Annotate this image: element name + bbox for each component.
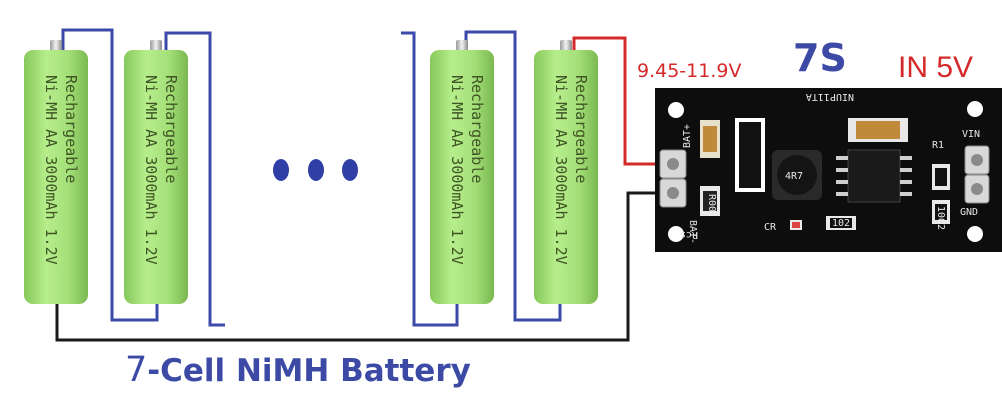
ellipsis-dots: ... [273, 159, 358, 181]
pin-gnd-label: GND [960, 207, 978, 218]
battery-cell-2: Ni-MH AA 3000mAh 1.2V Rechargeable [124, 40, 188, 304]
battery-cell-1-label: Ni-MH AA 3000mAh 1.2V [42, 75, 60, 265]
series-wire-top-n-m [464, 30, 562, 322]
charger-board: NIUP11TA BAT+ BAT- VIN GND R00 Rcs 4R7 [655, 88, 1002, 252]
voltage-range-label: 9.45-11.9V [637, 60, 742, 82]
cap-label: 1002 [935, 206, 946, 230]
battery-cell-1: Ni-MH AA 3000mAh 1.2V Rechargeable [24, 40, 88, 304]
black-negative-wire [55, 191, 668, 342]
battery-cell-2-label: Ni-MH AA 3000mAh 1.2V [142, 75, 160, 265]
caption-cell-count: 7 [125, 350, 148, 390]
series-wire-top-1-2 [61, 28, 159, 322]
board-model-label: NIUP11TA [806, 91, 854, 102]
series-wire-gap-top-n [401, 31, 459, 327]
battery-cell-7-label: Ni-MH AA 3000mAh 1.2V [552, 75, 570, 265]
led-res-label: 102 [832, 218, 850, 229]
battery-cell-2-sublabel: Rechargeable [162, 75, 180, 183]
battery-cell-6: Ni-MH AA 3000mAh 1.2V Rechargeable [430, 40, 494, 304]
inductor-label: 4R7 [785, 171, 803, 182]
series-wires [61, 28, 562, 327]
battery-cell-7-sublabel: Rechargeable [572, 75, 590, 183]
series-wire-top-2-gap [164, 31, 225, 327]
pin-vin-label: VIN [962, 129, 980, 140]
battery-cell-6-label: Ni-MH AA 3000mAh 1.2V [448, 75, 466, 265]
battery-cell-6-sublabel: Rechargeable [468, 75, 486, 183]
series-count-label: 7S [793, 36, 847, 80]
cr-label: CR [764, 222, 777, 233]
rcs-label: Rcs [680, 229, 698, 240]
diagram-caption: 7-Cell NiMH Battery [125, 350, 471, 390]
resistor-r00-label: R00 [706, 194, 717, 212]
battery-cell-7: Ni-MH AA 3000mAh 1.2V Rechargeable [534, 40, 598, 304]
input-voltage-label: IN 5V [898, 51, 974, 84]
r1-label: R1 [932, 140, 944, 151]
red-positive-wire [572, 36, 668, 166]
pin-bat-plus-label: BAT+ [682, 124, 693, 148]
caption-text: -Cell NiMH Battery [147, 353, 471, 389]
battery-cell-1-sublabel: Rechargeable [62, 75, 80, 183]
pin-bat-minus-label: BAT- [687, 220, 698, 244]
